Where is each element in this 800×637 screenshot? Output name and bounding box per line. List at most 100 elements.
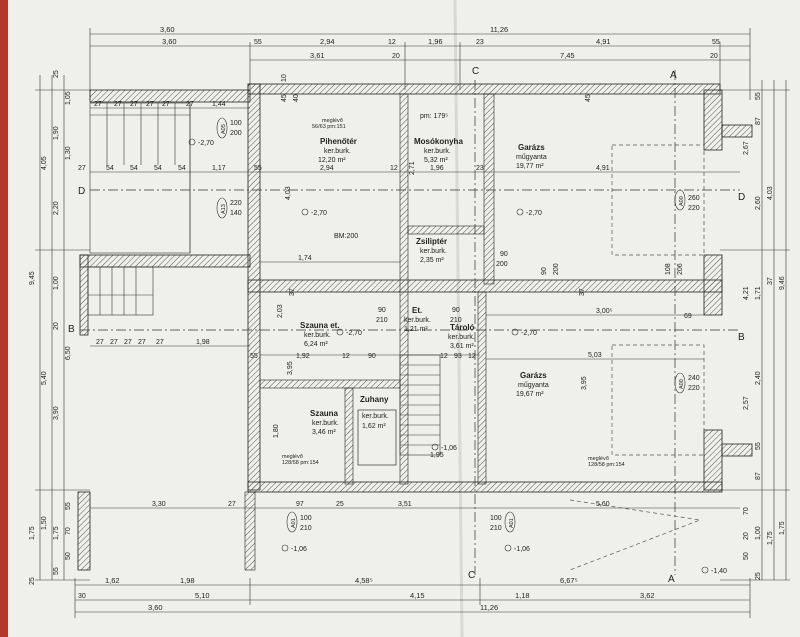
dim-bot-11: 11,26	[480, 603, 498, 612]
dim-top-12: 20	[392, 53, 400, 60]
door-tag-a13: A13 220 140	[216, 197, 242, 219]
dim-left-9: 20	[53, 322, 60, 330]
svg-text:A01: A01	[291, 518, 297, 528]
dim-inner-12: 23	[476, 165, 484, 172]
dim-inner-50: 37	[289, 288, 296, 296]
svg-text:1,62 m²: 1,62 m²	[362, 423, 386, 430]
right-dimensions	[720, 80, 790, 581]
dim-inner-34: 90	[378, 307, 386, 314]
dim-top-13: 7,45	[560, 51, 575, 60]
dim-top-7: 1,96	[428, 37, 443, 46]
top-dimensions	[89, 28, 751, 100]
svg-text:100: 100	[300, 515, 312, 522]
dim-inner-17: 1,92	[296, 353, 310, 360]
dim-inner-39: 1,80	[273, 424, 280, 438]
dim-inner-2: 27	[78, 165, 86, 172]
svg-text:Garázs: Garázs	[518, 143, 545, 152]
dim-top-9: 4,91	[596, 37, 611, 46]
dim-inner-32: 90	[500, 251, 508, 258]
meglevo-3b: 128/58 pm:154	[588, 462, 625, 468]
level-106-b: -1,06	[291, 546, 307, 553]
dim-left-2: 1,05	[65, 91, 72, 105]
svg-text:100: 100	[490, 515, 502, 522]
dim-bot-5: 30	[78, 593, 86, 600]
dim-top-6: 12	[388, 39, 396, 46]
dim-inner-54: 10	[281, 74, 288, 82]
room-zsiliptér: Zsiliptér ker.burk. 2,35 m²	[416, 237, 447, 264]
section-d-left: D	[78, 186, 85, 197]
bottom-dimensions	[74, 578, 751, 618]
shower-tray	[357, 409, 397, 466]
svg-text:1,21 m²: 1,21 m²	[404, 326, 428, 333]
dim-right-11: 2,57	[743, 396, 750, 410]
dim-inner-4: 54	[130, 165, 138, 172]
svg-text:27: 27	[138, 339, 146, 346]
dim-bot-10: 3,60	[148, 603, 163, 612]
garage-car-outlines	[569, 144, 705, 571]
dim-inner-41: 3,95	[581, 376, 588, 390]
dim-inner-31: 69	[684, 313, 692, 320]
svg-text:100: 100	[230, 120, 242, 127]
dim-inner-44: 2,71	[409, 161, 416, 175]
room-garazs-1: Garázs műgyanta 19,77 m²	[516, 143, 547, 170]
svg-text:200: 200	[230, 130, 242, 137]
dim-inner-37: 210	[450, 317, 462, 324]
section-c-top: C	[472, 66, 479, 77]
dim-bot-8: 1,18	[515, 591, 530, 600]
dim-bot-4: 6,67⁵	[560, 576, 578, 585]
svg-text:ker.burk.: ker.burk.	[362, 413, 389, 420]
dim-inner-30: 3,00⁵	[596, 308, 613, 315]
dim-left-13: 1,75	[29, 526, 36, 540]
dim-inner-13: 4,91	[596, 165, 610, 172]
svg-text:ker.burk.: ker.burk.	[448, 334, 475, 341]
dim-right-16: 20	[743, 532, 750, 540]
svg-text:27: 27	[130, 101, 138, 108]
level-270-a: -2,70	[198, 140, 214, 147]
svg-text:Szauna: Szauna	[310, 409, 339, 418]
svg-text:Et.: Et.	[412, 306, 422, 315]
dim-bot-1: 1,62	[105, 576, 120, 585]
dim-right-3: 2,67	[743, 141, 750, 155]
dim-inner-24: 3,30	[152, 501, 166, 508]
meglevo-2: meglévő	[282, 454, 303, 460]
section-c-bottom: C	[468, 570, 475, 581]
stairs-top	[89, 102, 191, 254]
inner-dimensions	[90, 107, 740, 509]
dim-left-18: 50	[65, 552, 72, 560]
dim-left-17: 70	[65, 527, 72, 535]
svg-text:27: 27	[186, 101, 194, 108]
svg-text:6,24 m²: 6,24 m²	[304, 341, 328, 348]
dim-right-15: 1,00	[755, 526, 762, 540]
svg-text:27: 27	[94, 101, 102, 108]
dim-inner-43: 4,03	[285, 186, 292, 200]
svg-text:A00: A00	[679, 196, 685, 206]
svg-text:12,20 m²: 12,20 m²	[318, 157, 346, 164]
left-dimensions	[35, 75, 90, 581]
level-270-e: -2,70	[521, 330, 537, 337]
stair-tread-dims: 27 27 27 27 27 27 27 27 27 27 27	[94, 101, 194, 346]
svg-text:19,77 m²: 19,77 m²	[516, 163, 544, 170]
dim-left-14: 1,50	[41, 516, 48, 530]
svg-text:27: 27	[110, 339, 118, 346]
dim-right-6: 9,46	[779, 276, 786, 290]
svg-text:210: 210	[300, 525, 312, 532]
pm-label: pm: 179⁵	[420, 113, 448, 120]
svg-text:240: 240	[688, 375, 700, 382]
svg-text:ker.burk.: ker.burk.	[420, 248, 447, 255]
dim-inner-36: 90	[452, 307, 460, 314]
dim-left-12: 6,50	[65, 346, 72, 360]
paper-fold	[453, 0, 464, 637]
svg-text:3,61 m²: 3,61 m²	[450, 343, 474, 350]
meglevo-1b: 56/63 pm:151	[312, 124, 346, 130]
section-b-left: B	[68, 324, 75, 335]
svg-text:A13: A13	[221, 204, 227, 214]
dim-inner-45: 108	[665, 263, 672, 275]
room-szauna-et: Szauna et. ker.burk. 6,24 m²	[300, 321, 340, 348]
room-et: Et. ker.burk. 1,21 m²	[404, 306, 431, 333]
level-106-a: -1,06	[441, 445, 457, 452]
level-270-b: -2,70	[311, 210, 327, 217]
door-tag-a00-top: A00 260 220	[674, 189, 700, 212]
section-lines	[80, 70, 740, 575]
svg-text:Zsiliptér: Zsiliptér	[416, 237, 447, 246]
